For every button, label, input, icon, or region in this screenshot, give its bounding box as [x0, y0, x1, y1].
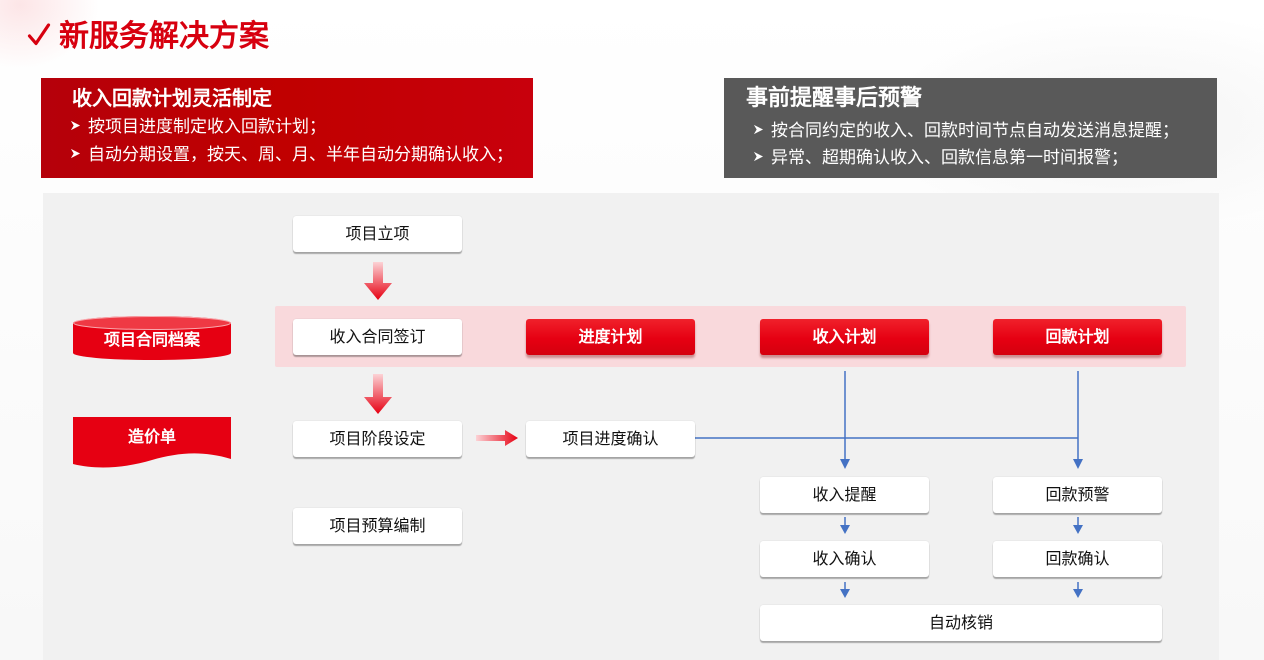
node-progress-confirm: 项目进度确认 [526, 421, 695, 457]
cost-sheet-label: 造价单 [127, 427, 176, 446]
node-payment-plan: 回款计划 [993, 319, 1162, 355]
node-income-reminder: 收入提醒 [760, 477, 929, 513]
bullet-text: 按项目进度制定收入回款计划； [88, 117, 326, 137]
node-project-initiation: 项目立项 [293, 216, 462, 252]
arrowhead-bullet-icon [70, 120, 81, 131]
feature-panel-plan: 收入回款计划灵活制定 按项目进度制定收入回款计划； 自动分期设置，按天、周、月、… [41, 78, 533, 178]
checkmark-icon [27, 23, 51, 46]
node-income-confirm: 收入确认 [760, 541, 929, 577]
bullet-item: 自动分期设置，按天、周、月、半年自动分期确认收入； [70, 143, 513, 167]
database-cylinder-icon [73, 316, 231, 360]
node-income-plan: 收入计划 [760, 319, 929, 355]
feature-panel-alert: 事前提醒事后预警 按合同约定的收入、回款时间节点自动发送消息提醒； 异常、超期确… [724, 78, 1217, 178]
node-auto-writeoff: 自动核销 [760, 605, 1162, 641]
down-arrow-icon [364, 262, 392, 300]
node-payment-confirm: 回款确认 [993, 541, 1162, 577]
node-payment-warning: 回款预警 [993, 477, 1162, 513]
bullet-item: 按项目进度制定收入回款计划； [70, 115, 326, 139]
arrowhead-bullet-icon [753, 151, 764, 162]
contract-archive-cylinder: 项目合同档案 [73, 316, 231, 360]
arrowhead-bullet-icon [70, 148, 81, 159]
node-budget: 项目预算编制 [293, 508, 462, 544]
node-contract-signing: 收入合同签订 [293, 319, 462, 355]
bullet-item: 异常、超期确认收入、回款信息第一时间报警； [753, 146, 1128, 170]
node-stage-setting: 项目阶段设定 [293, 421, 462, 457]
panel-title: 收入回款计划灵活制定 [72, 86, 272, 110]
right-arrow-icon [476, 430, 518, 446]
bullet-text: 异常、超期确认收入、回款信息第一时间报警； [771, 148, 1128, 168]
panel-title: 事前提醒事后预警 [746, 86, 923, 111]
contract-archive-label: 项目合同档案 [103, 330, 200, 349]
bullet-text: 自动分期设置，按天、周、月、半年自动分期确认收入； [88, 145, 513, 165]
background-glow [0, 0, 100, 70]
bullet-text: 按合同约定的收入、回款时间节点自动发送消息提醒； [771, 121, 1179, 141]
down-arrow-icon [364, 374, 392, 414]
arrowhead-bullet-icon [753, 124, 764, 135]
page-title: 新服务解决方案 [59, 19, 269, 54]
bullet-item: 按合同约定的收入、回款时间节点自动发送消息提醒； [753, 119, 1179, 143]
node-progress-plan: 进度计划 [526, 319, 695, 355]
cost-sheet-document: 造价单 [73, 417, 231, 469]
document-shape-icon [73, 417, 231, 468]
